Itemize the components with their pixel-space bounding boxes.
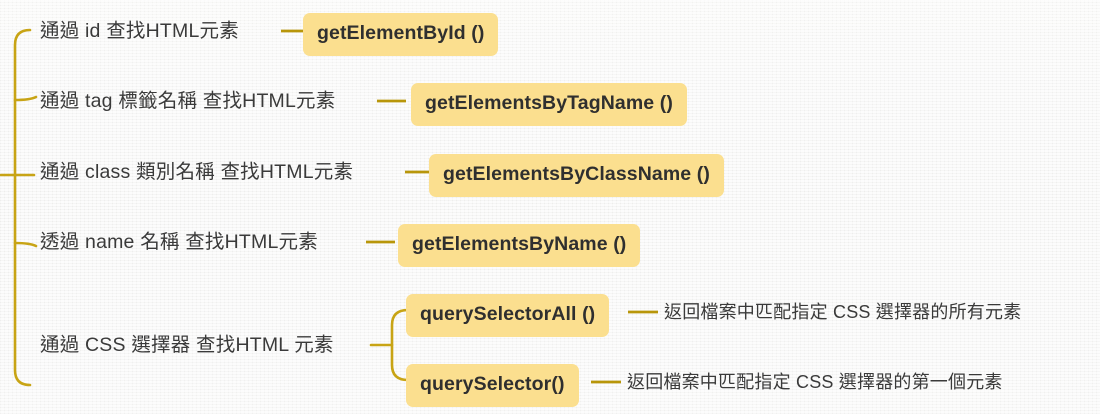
branch-label-name: 透過 name 名稱 查找HTML元素 (40, 231, 318, 253)
method-badge-query-selector-all[interactable]: querySelectorAll () (406, 294, 610, 337)
description-query-selector-all: 返回檔案中匹配指定 CSS 選擇器的所有元素 (664, 302, 1022, 322)
branch-label-css-selector: 通過 CSS 選擇器 查找HTML 元素 (40, 334, 334, 356)
branch-stub-2 (13, 95, 38, 102)
method-badge-get-element-by-id[interactable]: getElementById () (303, 13, 499, 56)
method-badge-query-selector[interactable]: querySelector() (406, 364, 579, 407)
branch-stub-4 (13, 241, 38, 248)
branch-label-tag: 通過 tag 標籤名稱 查找HTML元素 (40, 90, 336, 112)
method-badge-get-elements-by-class-name[interactable]: getElementsByClassName () (429, 154, 724, 197)
method-badge-get-elements-by-name[interactable]: getElementsByName () (398, 224, 641, 267)
method-badge-get-elements-by-tag-name[interactable]: getElementsByTagName () (411, 83, 687, 126)
branch-label-class: 通過 class 類別名稱 查找HTML元素 (40, 161, 354, 183)
branch-label-id: 通過 id 查找HTML元素 (40, 20, 239, 42)
description-query-selector: 返回檔案中匹配指定 CSS 選擇器的第一個元素 (627, 372, 1003, 392)
main-spine (13, 28, 32, 387)
